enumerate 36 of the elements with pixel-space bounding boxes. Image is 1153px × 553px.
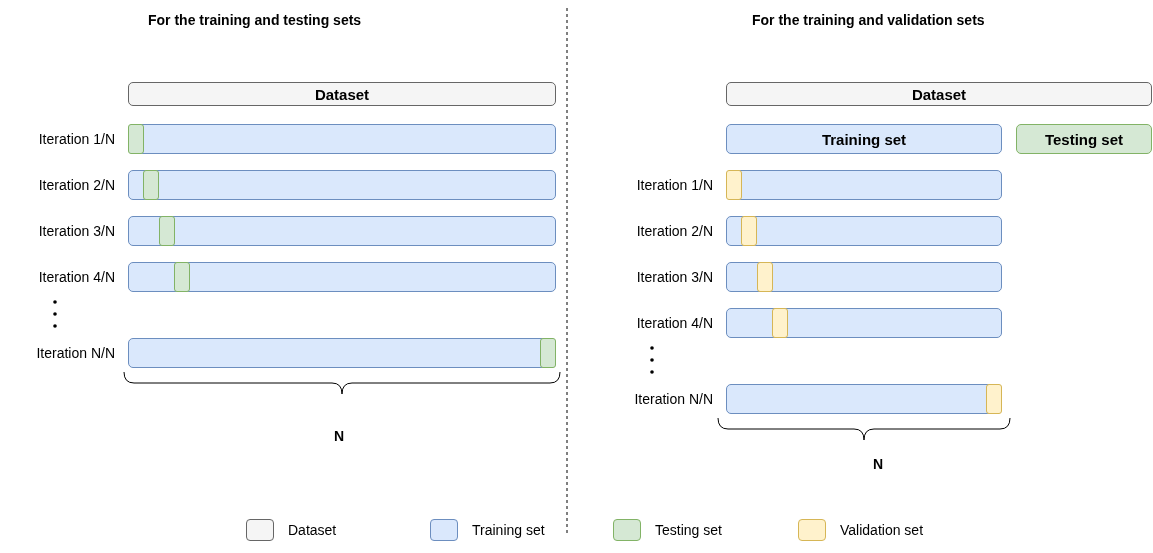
testing-fold-segment	[143, 170, 159, 200]
testing-set-bar	[1016, 124, 1152, 154]
legend-label: Dataset	[288, 522, 337, 538]
training-set-bar	[726, 124, 1002, 154]
brace-label: N	[334, 428, 345, 444]
iteration-label: Iteration N/N	[36, 345, 115, 361]
iteration-label: Iteration 4/N	[636, 315, 713, 331]
validation-fold-segment	[772, 308, 788, 338]
validation-fold-segment	[726, 170, 742, 200]
validation-fold-segment	[757, 262, 773, 292]
validation-fold-segment	[986, 384, 1002, 414]
iteration-label: Iteration 2/N	[636, 223, 713, 239]
iteration-label: Iteration 3/N	[38, 223, 115, 239]
testing-fold-segment	[159, 216, 175, 246]
iteration-label: Iteration 4/N	[38, 269, 115, 285]
iteration-label: Iteration 2/N	[38, 177, 115, 193]
panel-heading: For the training and testing sets	[148, 12, 362, 28]
iteration-label: Iteration 1/N	[38, 131, 115, 147]
testing-fold-segment	[128, 124, 144, 154]
bar-label: Dataset	[911, 85, 967, 103]
bar-label: Dataset	[314, 85, 370, 103]
legend-label: Training set	[472, 522, 545, 538]
panel-heading: For the training and validation sets	[752, 12, 985, 28]
bar-label: Training set	[821, 130, 907, 148]
validation-fold-segment	[741, 216, 757, 246]
legend-label: Validation set	[840, 522, 923, 538]
dataset-bar	[726, 82, 1152, 106]
brace-label: N	[873, 456, 884, 472]
iteration-label: Iteration 3/N	[636, 269, 713, 285]
iteration-label: Iteration N/N	[634, 391, 713, 407]
iteration-label: Iteration 1/N	[636, 177, 713, 193]
dataset-bar	[128, 82, 556, 106]
bar-label: Testing set	[1044, 130, 1124, 148]
testing-fold-segment	[174, 262, 190, 292]
legend-label: Testing set	[655, 522, 722, 538]
testing-fold-segment	[540, 338, 556, 368]
